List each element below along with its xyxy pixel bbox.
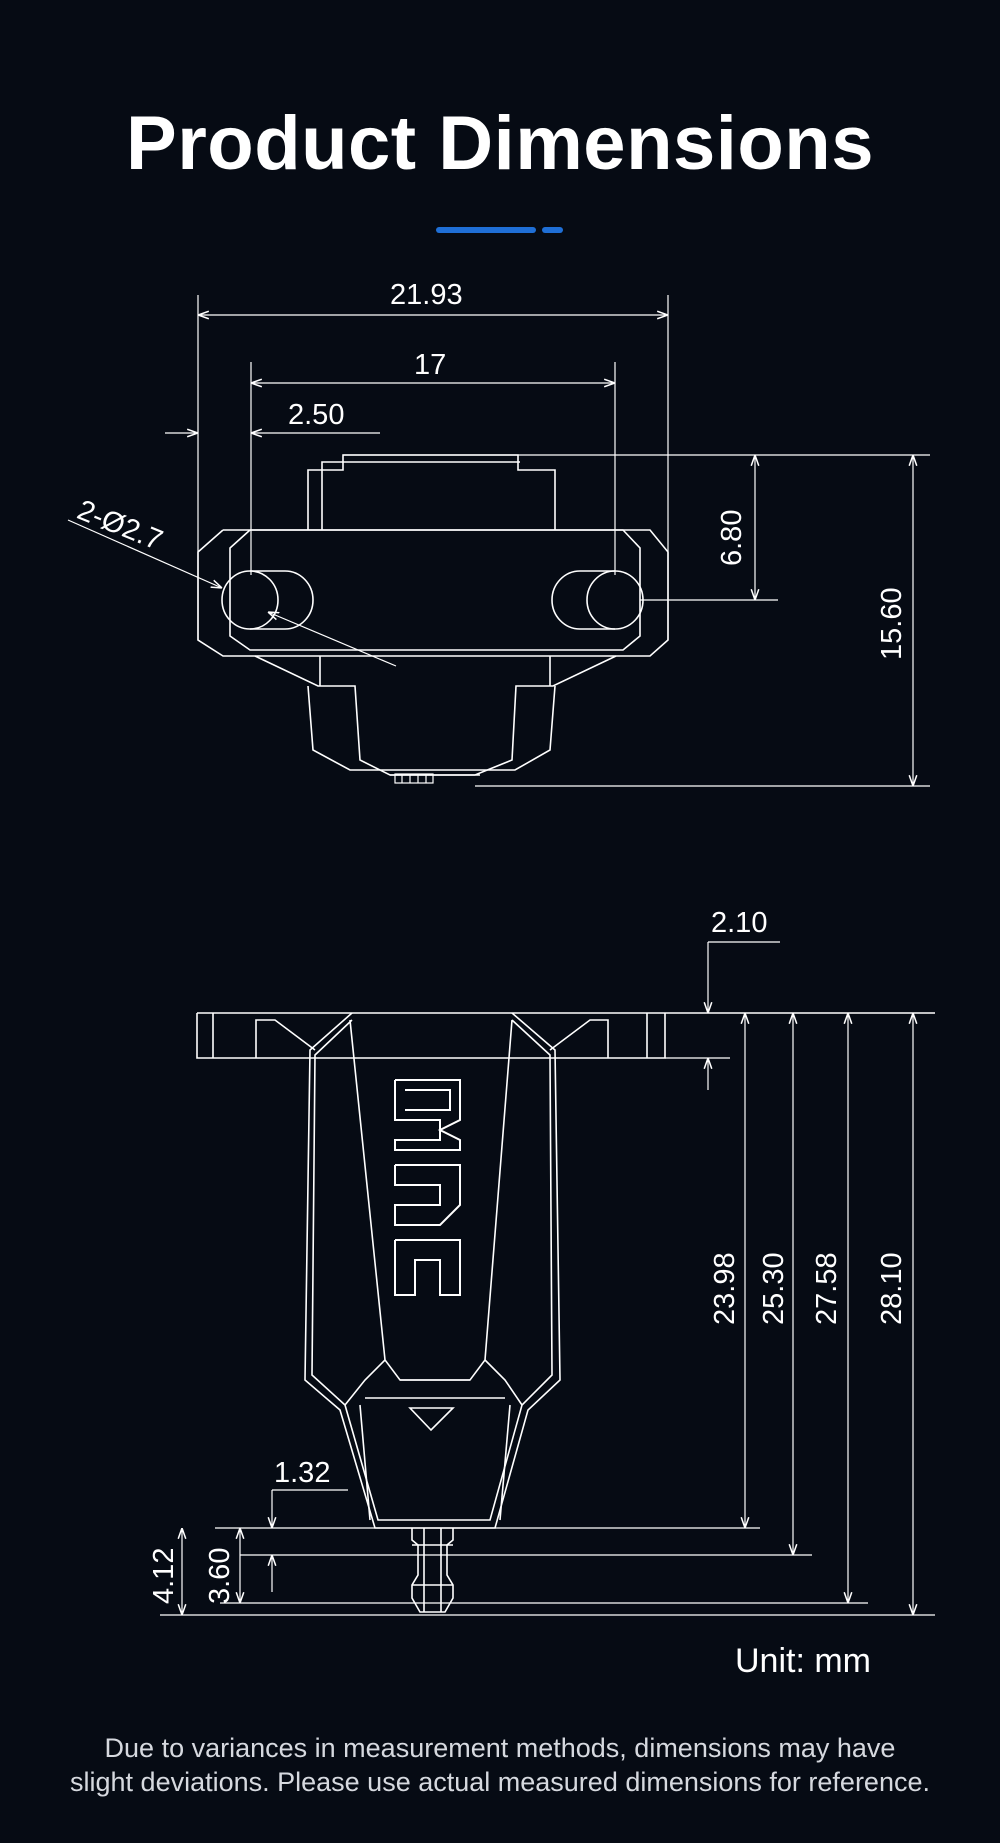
logo-mark-small: [394, 773, 434, 784]
footer-line-2: slight deviations. Please use actual mea…: [70, 1766, 930, 1797]
page-title: Product Dimensions: [126, 101, 874, 186]
dim-nozzle-offset: 1.32: [274, 1457, 331, 1489]
dim-edge-to-hole: 2.50: [288, 399, 345, 431]
title-accent-bar: [436, 227, 536, 233]
footer-line-1: Due to variances in measurement methods,…: [104, 1733, 896, 1763]
dim-nozzle-len-a: 3.60: [204, 1547, 236, 1604]
side-view-outline: [196, 1012, 935, 1613]
dim-height-b: 25.30: [758, 1252, 790, 1325]
dim-nozzle-len-b: 4.12: [148, 1547, 180, 1604]
dim-height-d: 28.10: [876, 1252, 908, 1325]
dim-flange-thickness: 2.10: [711, 907, 768, 939]
top-view-outline: [197, 454, 669, 776]
dim-height-a: 23.98: [709, 1252, 741, 1325]
footer-disclaimer: Due to variances in measurement methods,…: [0, 1732, 1000, 1800]
brand-logo: [394, 1079, 461, 1296]
unit-label: Unit: mm: [735, 1642, 871, 1680]
dim-height-c: 27.58: [811, 1252, 843, 1325]
dim-height-upper: 6.80: [716, 509, 748, 566]
dim-hole-spacing: 17: [414, 349, 447, 381]
side-view-dimensions: [160, 941, 935, 1616]
top-view-dimensions: [67, 295, 930, 787]
dim-height-total: 15.60: [876, 587, 908, 660]
dim-width-overall: 21.93: [390, 279, 463, 311]
title-accent-dot: [542, 227, 563, 233]
